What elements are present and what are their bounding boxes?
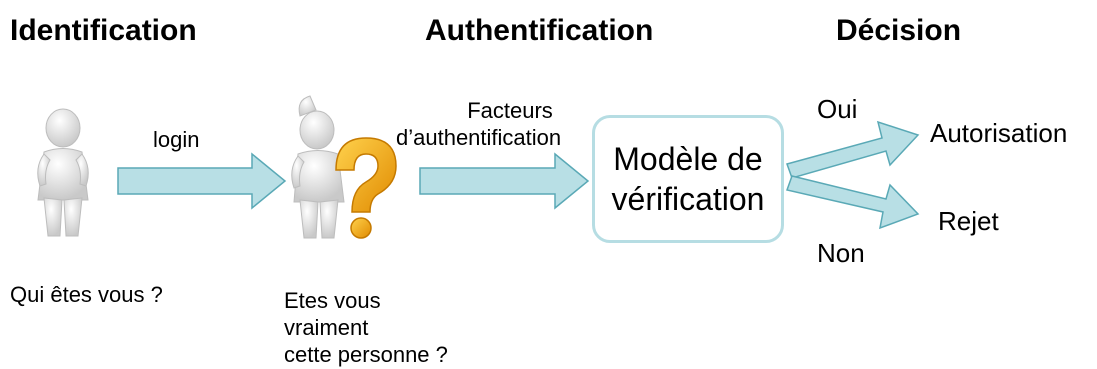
heading-decision: Décision: [836, 14, 962, 47]
arrow-non: [786, 175, 920, 230]
facteurs-label-line1: Facteurs: [467, 98, 553, 123]
qui-etes-vous-label: Qui êtes vous ?: [10, 282, 163, 307]
etes-vous-line2: vraiment: [284, 315, 369, 340]
arrow-oui: [786, 120, 920, 179]
non-label: Non: [817, 238, 865, 268]
model-label-line2: vérification: [611, 181, 765, 217]
rejet-label: Rejet: [938, 206, 999, 236]
person-icon: [37, 108, 89, 237]
thinking-person-question-icon: [291, 95, 397, 239]
heading-identification: Identification: [10, 14, 197, 47]
model-verification-box: Modèle de vérification: [592, 115, 784, 243]
etes-vous-label: Etes vous vraiment cette personne ?: [284, 287, 448, 368]
arrow-facteurs: [419, 152, 590, 210]
autorisation-label: Autorisation: [930, 118, 1068, 148]
facteurs-label-line2: d’authentification: [396, 125, 562, 150]
model-label-line1: Modèle de: [613, 141, 763, 177]
heading-authentification: Authentification: [425, 14, 654, 47]
arrow-login: [117, 152, 287, 210]
etes-vous-line3: cette personne ?: [284, 342, 448, 367]
login-label: login: [153, 127, 200, 152]
etes-vous-line1: Etes vous: [284, 288, 381, 313]
oui-label: Oui: [817, 94, 858, 124]
facteurs-label: Facteurs: [430, 98, 590, 124]
